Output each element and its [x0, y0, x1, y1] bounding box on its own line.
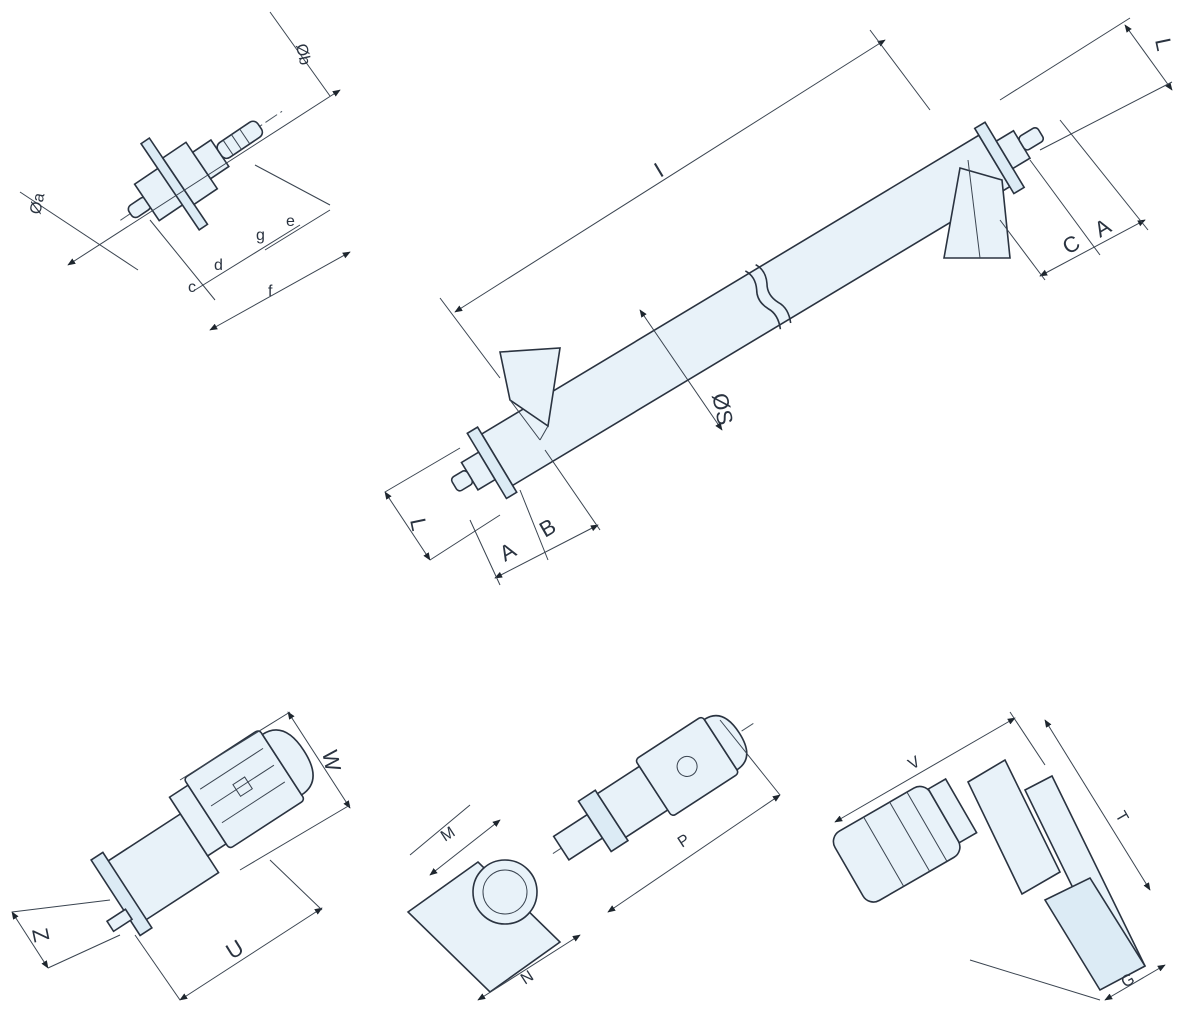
label-T: T [1112, 809, 1132, 826]
label-c: c [188, 279, 196, 296]
label-V: V [906, 753, 924, 773]
drive-unit-horizontal: W U Z [11, 711, 351, 1001]
drive-unit-inline: M N P [406, 714, 781, 1001]
label-g: g [256, 227, 265, 244]
label-e: e [286, 213, 295, 230]
label-a: Øa [27, 191, 48, 216]
label-f: f [268, 283, 273, 300]
output-shaft [105, 908, 134, 933]
inlet-shaft [450, 470, 474, 492]
label-L-bottom: L [405, 516, 432, 533]
screw-conveyor: I L C A L A B ØS [384, 17, 1177, 586]
drive-unit-offset: V T G [832, 711, 1166, 1001]
inlet-ring [472, 859, 538, 925]
gearbox-flange [90, 851, 153, 937]
label-d: d [214, 257, 223, 274]
label-W: W [317, 748, 346, 774]
label-P: P [675, 831, 693, 851]
outlet-shaft [1018, 126, 1045, 151]
shaft-detail: Øa Øb c d e f g [19, 11, 351, 331]
conveyor-tube [480, 134, 1011, 487]
label-Z: Z [27, 926, 54, 944]
label-S: ØS [707, 391, 738, 427]
label-U: U [221, 935, 248, 965]
label-L-top: L [1150, 36, 1177, 53]
label-b: Øb [292, 42, 313, 67]
outlet-chute [943, 166, 1011, 259]
label-I: I [650, 158, 668, 183]
drive-motor-fan [703, 714, 748, 771]
label-A-left: A [495, 537, 520, 566]
label-M: M [438, 824, 458, 846]
